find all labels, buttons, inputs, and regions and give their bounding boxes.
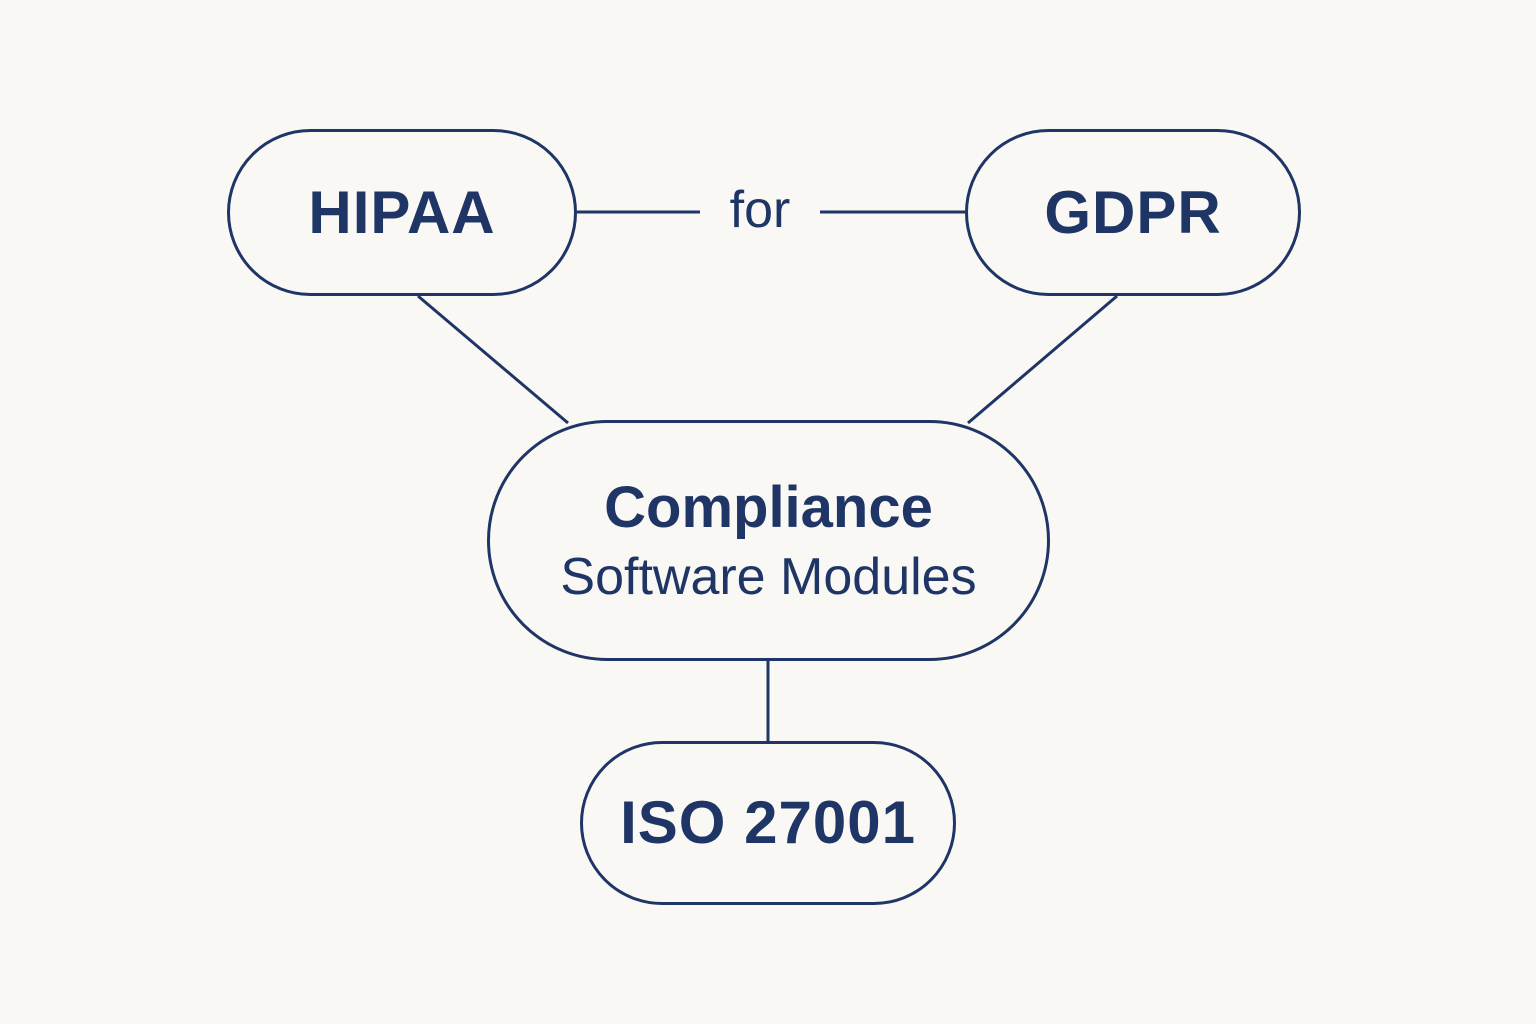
node-iso-label: ISO 27001 xyxy=(620,789,916,856)
node-hipaa-label: HIPAA xyxy=(308,178,496,246)
node-iso-27001: ISO 27001 xyxy=(580,741,956,905)
edge-gdpr-compliance xyxy=(967,294,1118,425)
node-hipaa: HIPAA xyxy=(227,129,577,296)
node-compliance-software-modules: Compliance Software Modules xyxy=(487,420,1050,661)
node-gdpr: GDPR xyxy=(965,129,1301,296)
edge-hipaa-compliance xyxy=(417,294,569,425)
node-compliance-title: Compliance xyxy=(604,474,933,540)
node-gdpr-label: GDPR xyxy=(1044,178,1222,246)
node-compliance-subtitle: Software Modules xyxy=(560,547,977,606)
edge-label-for: for xyxy=(700,180,820,240)
